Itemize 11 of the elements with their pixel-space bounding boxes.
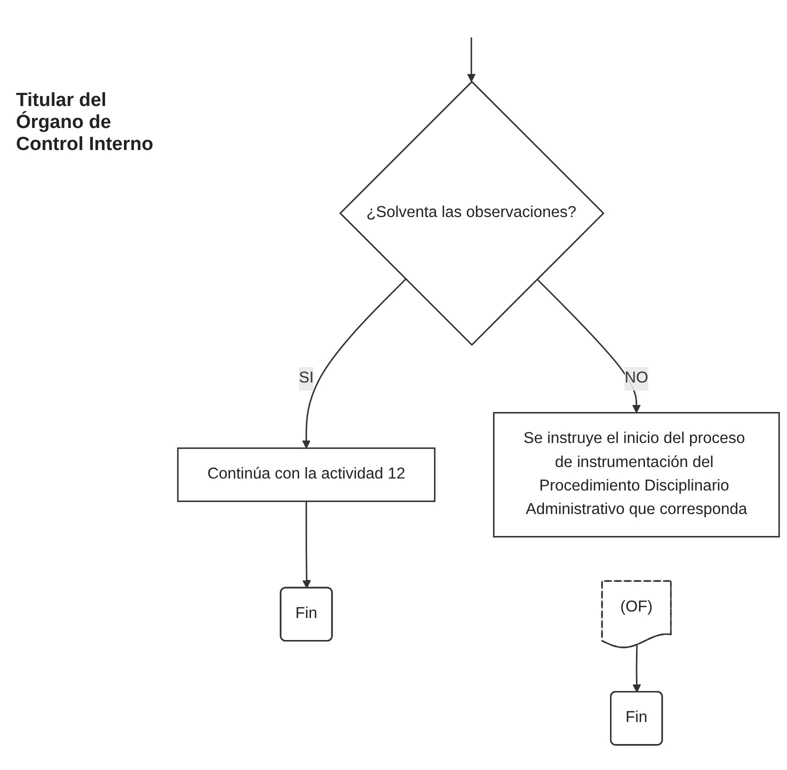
arrow <box>302 278 406 449</box>
edge-label: SI <box>298 370 314 387</box>
node-box: Continúa con la actividad 12 <box>177 447 436 502</box>
arrow <box>632 645 642 693</box>
arrow <box>536 278 641 414</box>
node-box: Se instruye el inicio del proceso de instrumentación del Procedimiento Disciplinario Administrativo que corresponda <box>493 412 780 538</box>
arrow <box>302 501 311 589</box>
node-diamond: ¿Solventa las observaciones? <box>339 80 604 346</box>
role-label: Titular del Órgano de Control Interno <box>16 90 154 156</box>
edge-label: NO <box>624 370 648 387</box>
arrow <box>467 37 476 82</box>
